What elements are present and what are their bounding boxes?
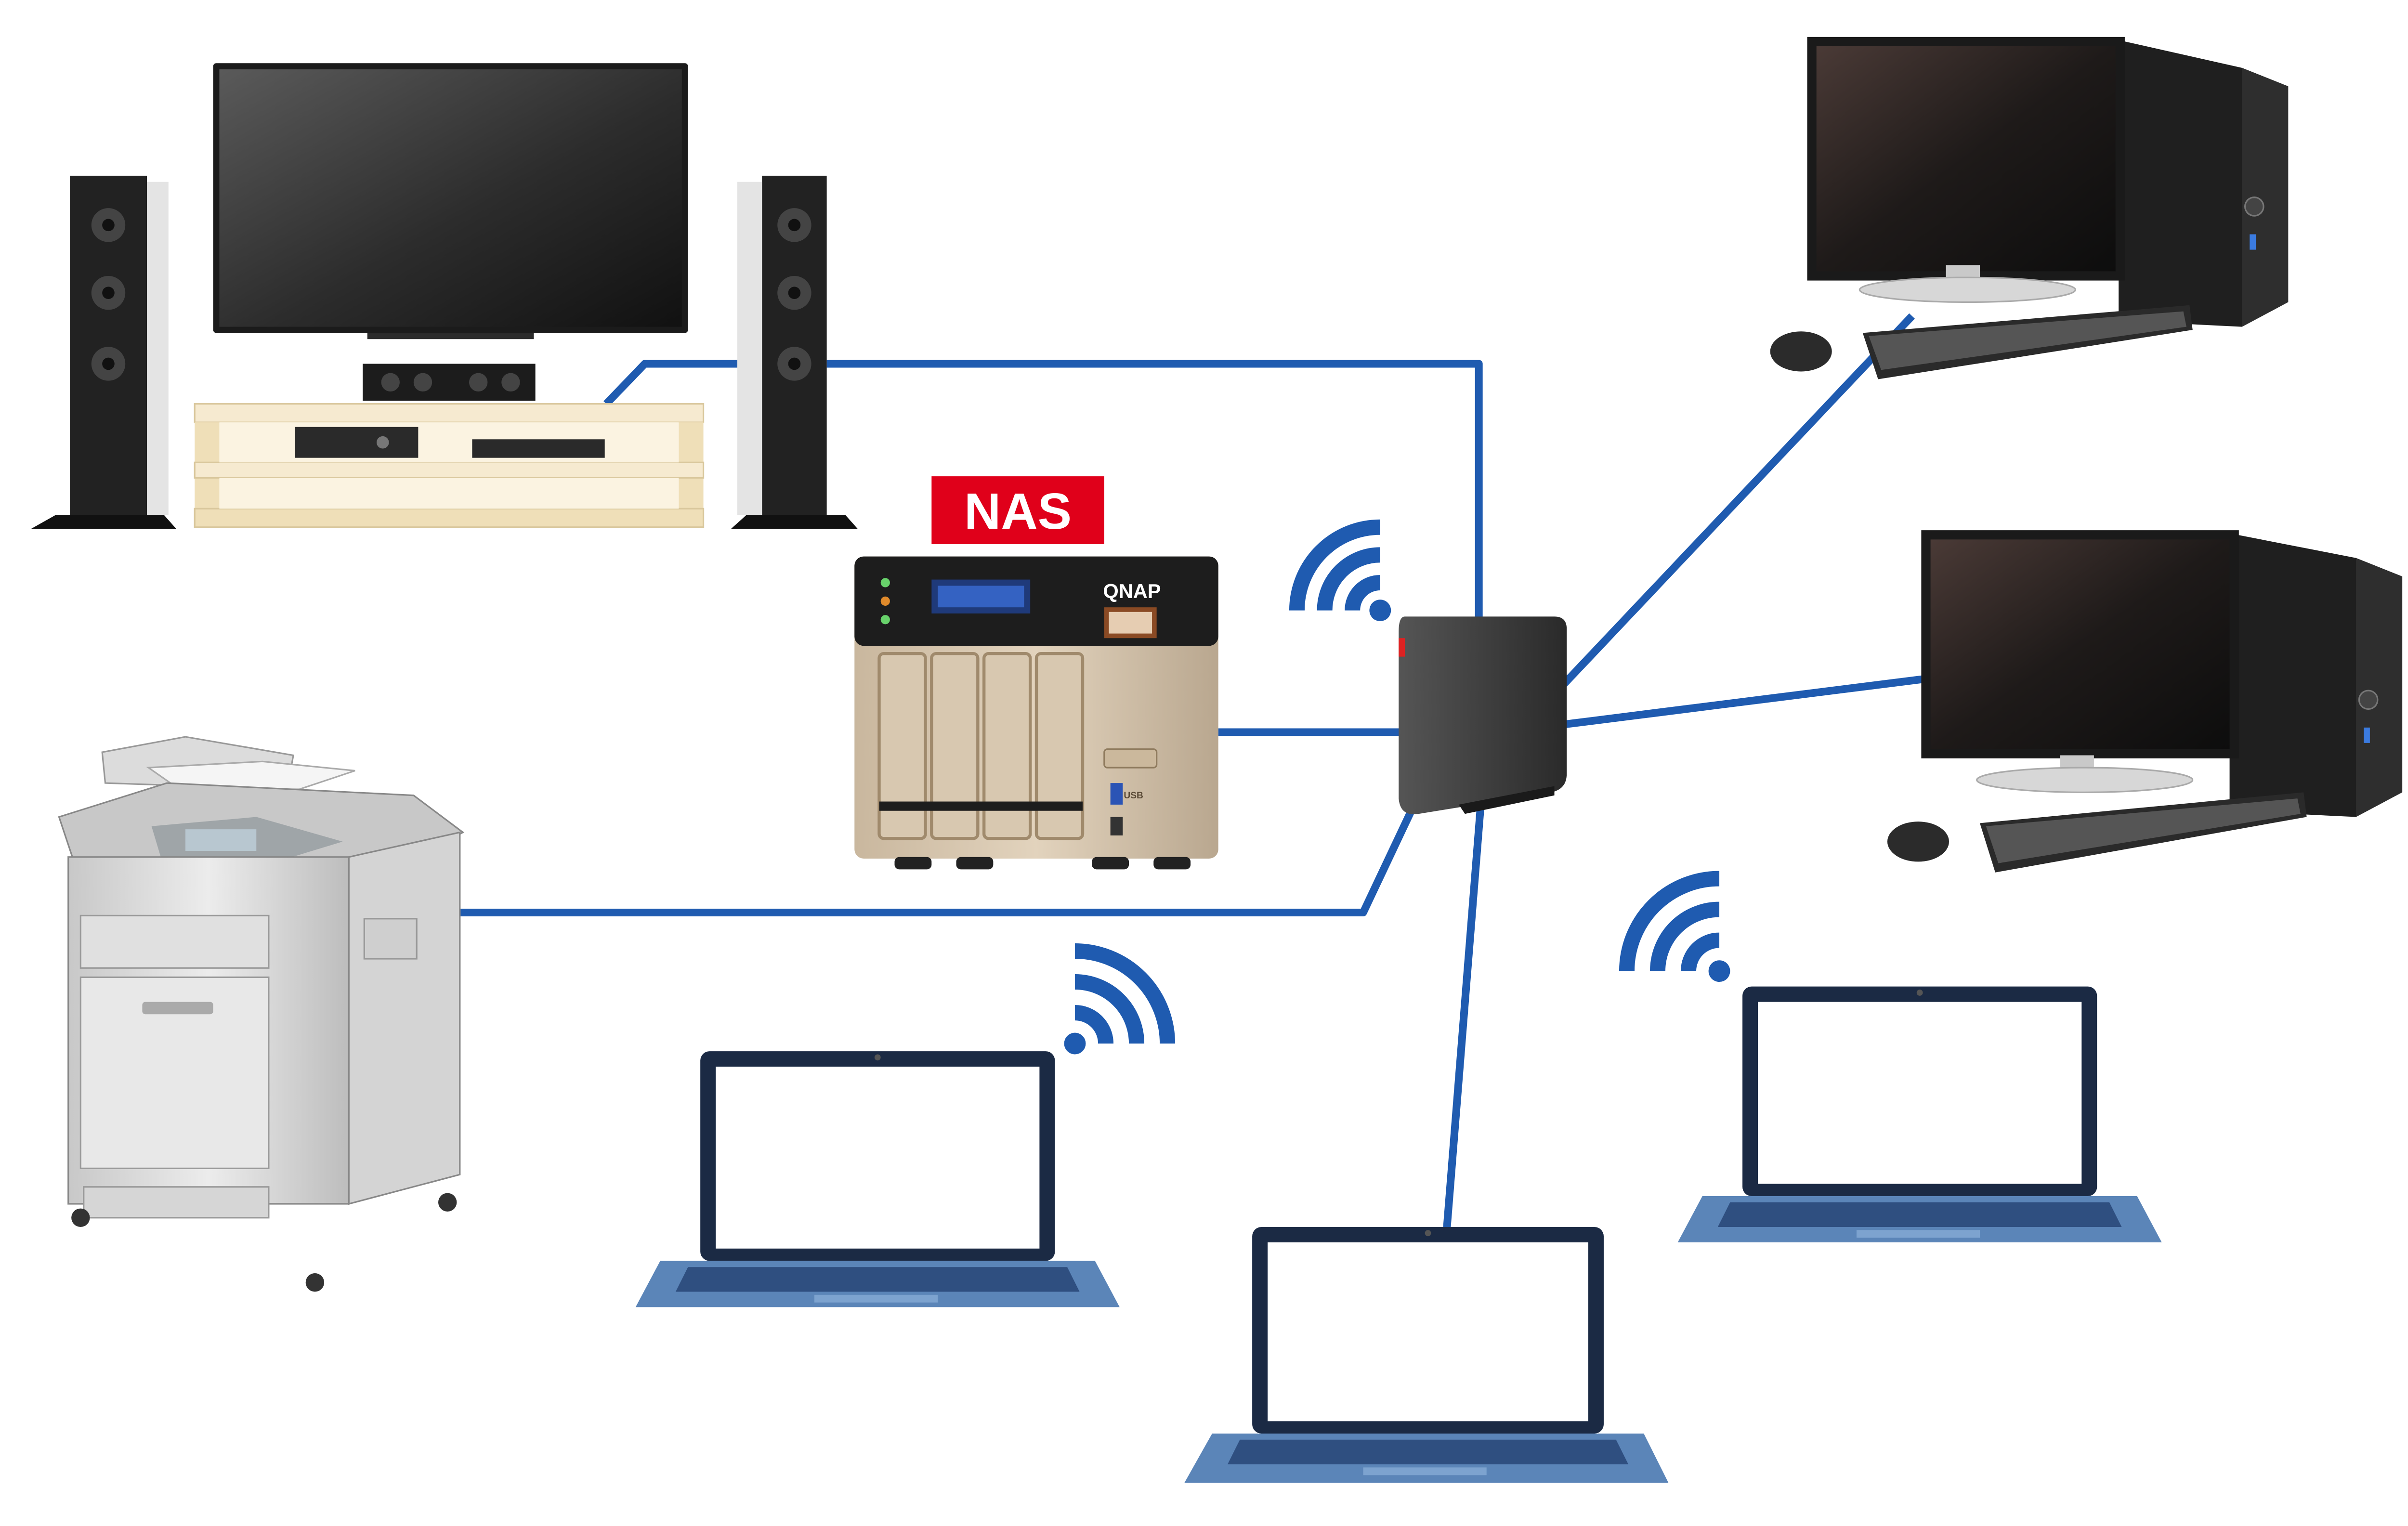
cable-laptop-center-router — [1442, 809, 1484, 1234]
nas-brand-label: QNAP — [1103, 580, 1161, 602]
tv-icon — [213, 63, 688, 339]
nas-icon: QNAP USB — [854, 556, 1218, 870]
speaker-icon — [31, 175, 176, 529]
laptop-icon — [635, 1051, 1120, 1307]
speaker-icon — [731, 175, 858, 529]
cable-desktop-top-router — [1560, 313, 1915, 687]
desktop-pc-icon — [1770, 37, 2289, 379]
cable-speaker-router — [826, 360, 1483, 620]
soundbar-icon — [363, 364, 536, 401]
laptop-icon — [1677, 986, 2162, 1243]
network-cables — [459, 313, 1931, 1234]
tv-stand-icon — [194, 403, 705, 528]
nas-port-label: USB — [1124, 791, 1143, 801]
media-player-icon — [295, 427, 605, 458]
laptop-icon — [1184, 1227, 1669, 1483]
wifi-icon — [1064, 943, 1176, 1055]
desktop-pc-icon — [1887, 530, 2403, 873]
wifi-icon — [1289, 519, 1391, 622]
home-theater — [31, 63, 858, 529]
nas-badge-label: NAS — [964, 483, 1072, 540]
router-icon — [1399, 616, 1567, 815]
nas-device: NAS QNAP USB — [854, 476, 1218, 870]
nas-badge-background — [931, 476, 1104, 544]
cable-printer-router — [459, 800, 1419, 917]
printer-icon — [58, 736, 465, 1292]
cable-desktop-middle-router — [1563, 674, 1931, 729]
wifi-icon — [1619, 871, 1730, 982]
drive-bays — [877, 652, 1085, 840]
cable-home-theater — [603, 360, 737, 407]
